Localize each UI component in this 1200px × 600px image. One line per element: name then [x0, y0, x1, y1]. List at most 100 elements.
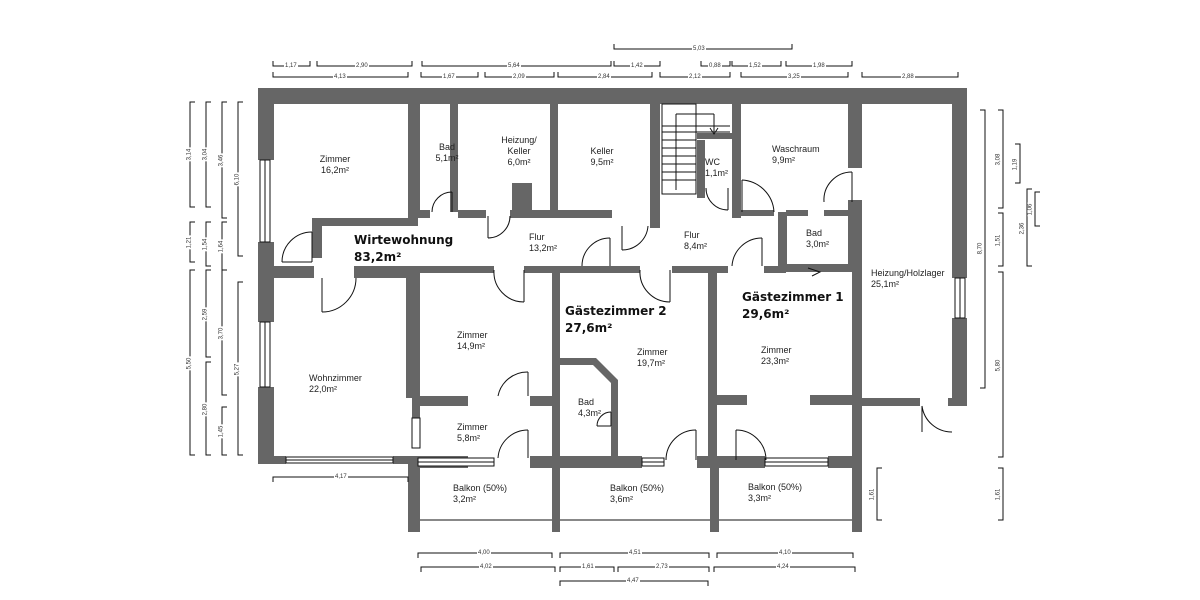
room-bad-3: Bad 3,0m² — [806, 228, 829, 250]
room-area: 4,3m² — [578, 408, 602, 418]
doors — [281, 171, 953, 461]
dim-left: 3,14 — [186, 147, 194, 162]
dim-right: 1,06 — [1027, 202, 1035, 217]
unit-area: 29,6m² — [742, 307, 790, 321]
dim-left: 2,59 — [202, 307, 210, 322]
room-name: Waschraum — [772, 144, 820, 154]
dim-top: 1,52 — [748, 63, 762, 70]
room-area: 5,8m² — [457, 433, 481, 443]
room-area: 22,0m² — [309, 384, 338, 394]
dim-left: 1,54 — [202, 237, 210, 252]
windows — [259, 159, 966, 467]
dim-left: 3,04 — [202, 147, 210, 162]
dim-top: 1,67 — [442, 74, 456, 81]
dim-bottom: 4,24 — [776, 564, 790, 571]
room-name: Bad — [438, 142, 455, 152]
room-balkon-3: Balkon (50%) 3,3m² — [748, 482, 802, 504]
room-name: Zimmer — [319, 154, 351, 164]
room-wc: WC 1,1m² — [705, 157, 728, 179]
dim-right: 8,70 — [977, 241, 985, 256]
dim-top: 0,88 — [708, 63, 722, 70]
dim-right: 1,51 — [995, 233, 1003, 248]
room-area: 6,0m² — [507, 157, 531, 167]
room-area: 19,7m² — [637, 358, 666, 368]
room-bad-4: Bad 4,3m² — [578, 397, 601, 419]
room-flur-8: Flur 8,4m² — [684, 230, 707, 252]
dim-left: 1,21 — [186, 235, 194, 250]
dim-left: 3,46 — [218, 153, 226, 168]
room-name: Zimmer — [457, 330, 488, 340]
unit-label-wirtewohnung: Wirtewohnung 83,2m² — [354, 232, 453, 266]
dim-right: 5,80 — [995, 358, 1003, 373]
room-balkon-2: Balkon (50%) 3,6m² — [610, 483, 664, 505]
room-name: Bad — [578, 397, 595, 407]
dim-bottom: 4,51 — [628, 550, 642, 557]
room-zimmer-14: Zimmer 14,9m² — [457, 330, 488, 352]
room-name: Balkon (50%) — [610, 483, 665, 493]
room-heizung-holzlager: Heizung/Holzlager 25,1m² — [871, 268, 945, 290]
dim-right: 2,36 — [1019, 221, 1027, 236]
room-flur-13: Flur 13,2m² — [529, 232, 557, 254]
room-name: Balkon (50%) — [748, 482, 803, 492]
room-area: 3,0m² — [806, 239, 830, 249]
dim-top: 3,25 — [787, 74, 801, 81]
dim-left: 1,64 — [218, 239, 226, 254]
room-name: Wohnzimmer — [309, 373, 362, 383]
dim-bottom: 4,02 — [479, 564, 493, 571]
room-name: Heizung/ Keller — [501, 135, 537, 156]
dim-top: 5,64 — [507, 63, 521, 70]
staircase — [661, 103, 730, 195]
room-name: WC — [705, 157, 720, 167]
dim-left: 3,70 — [218, 326, 226, 341]
room-area: 14,9m² — [457, 341, 486, 351]
unit-name: Wirtewohnung — [354, 233, 454, 247]
dim-left: 6,10 — [234, 172, 242, 187]
dim-top: 2,84 — [597, 74, 611, 81]
room-area: 8,4m² — [684, 241, 708, 251]
dim-top: 2,12 — [688, 74, 702, 81]
room-area: 5,1m² — [435, 153, 459, 163]
dim-bottom: 4,10 — [778, 550, 792, 557]
room-zimmer-19: Zimmer 19,7m² — [637, 347, 668, 369]
dim-right: 1,19 — [1012, 157, 1020, 172]
dim-top: 4,13 — [333, 74, 347, 81]
room-area: 16,2m² — [320, 165, 349, 175]
dim-top: 2,90 — [355, 63, 369, 70]
dim-right: 1,61 — [869, 487, 877, 502]
unit-area: 27,6m² — [565, 321, 613, 335]
room-name: Keller — [590, 146, 614, 156]
dim-top: 1,98 — [812, 63, 826, 70]
room-area: 25,1m² — [871, 279, 900, 289]
dim-right: 1,61 — [995, 487, 1003, 502]
room-name: Flur — [684, 230, 700, 240]
unit-label-gaestezimmer-1: Gästezimmer 1 29,6m² — [742, 289, 844, 323]
room-bad-5: Bad 5,1m² — [432, 142, 462, 164]
dim-top: 2,88 — [901, 74, 915, 81]
room-area: 3,6m² — [610, 494, 634, 504]
dim-top: 5,03 — [692, 46, 706, 53]
dim-top: 1,42 — [630, 63, 644, 70]
dim-bottom: 2,73 — [655, 564, 669, 571]
room-name: Bad — [806, 228, 823, 238]
dim-left: 5,50 — [186, 356, 194, 371]
room-name: Heizung/Holzlager — [871, 268, 945, 278]
room-zimmer-16: Zimmer 16,2m² — [310, 154, 360, 176]
dim-bottom: 1,61 — [581, 564, 595, 571]
dim-bottom: 4,00 — [477, 550, 491, 557]
room-name: Zimmer — [761, 345, 792, 355]
room-name: Flur — [529, 232, 545, 242]
dim-right: 3,08 — [995, 152, 1003, 167]
bad-angled-wall — [560, 358, 618, 458]
room-waschraum: Waschraum 9,9m² — [772, 144, 820, 166]
room-zimmer-5: Zimmer 5,8m² — [457, 422, 488, 444]
room-heizung-keller: Heizung/ Keller 6,0m² — [494, 135, 544, 168]
unit-name: Gästezimmer 1 — [742, 290, 844, 304]
dim-bottom: 4,17 — [334, 474, 348, 481]
room-area: 3,3m² — [748, 493, 772, 503]
dim-left: 2,80 — [202, 402, 210, 417]
room-zimmer-23: Zimmer 23,3m² — [761, 345, 792, 367]
room-area: 9,9m² — [772, 155, 796, 165]
dim-left: 1,45 — [218, 424, 226, 439]
dim-top: 2,09 — [512, 74, 526, 81]
unit-label-gaestezimmer-2: Gästezimmer 2 27,6m² — [565, 303, 667, 337]
